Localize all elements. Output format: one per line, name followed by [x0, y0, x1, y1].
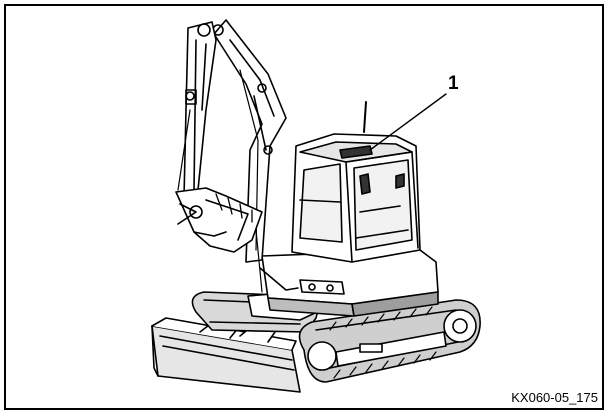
cab	[291, 101, 421, 263]
figure-code: KX060-05_175	[511, 390, 598, 405]
upper-body	[261, 249, 439, 317]
boom	[212, 19, 299, 293]
arm	[177, 21, 217, 199]
right-track	[298, 299, 481, 383]
callout-leader-1	[369, 93, 447, 151]
bucket	[175, 187, 263, 253]
callout-label-1: 1	[448, 73, 459, 94]
